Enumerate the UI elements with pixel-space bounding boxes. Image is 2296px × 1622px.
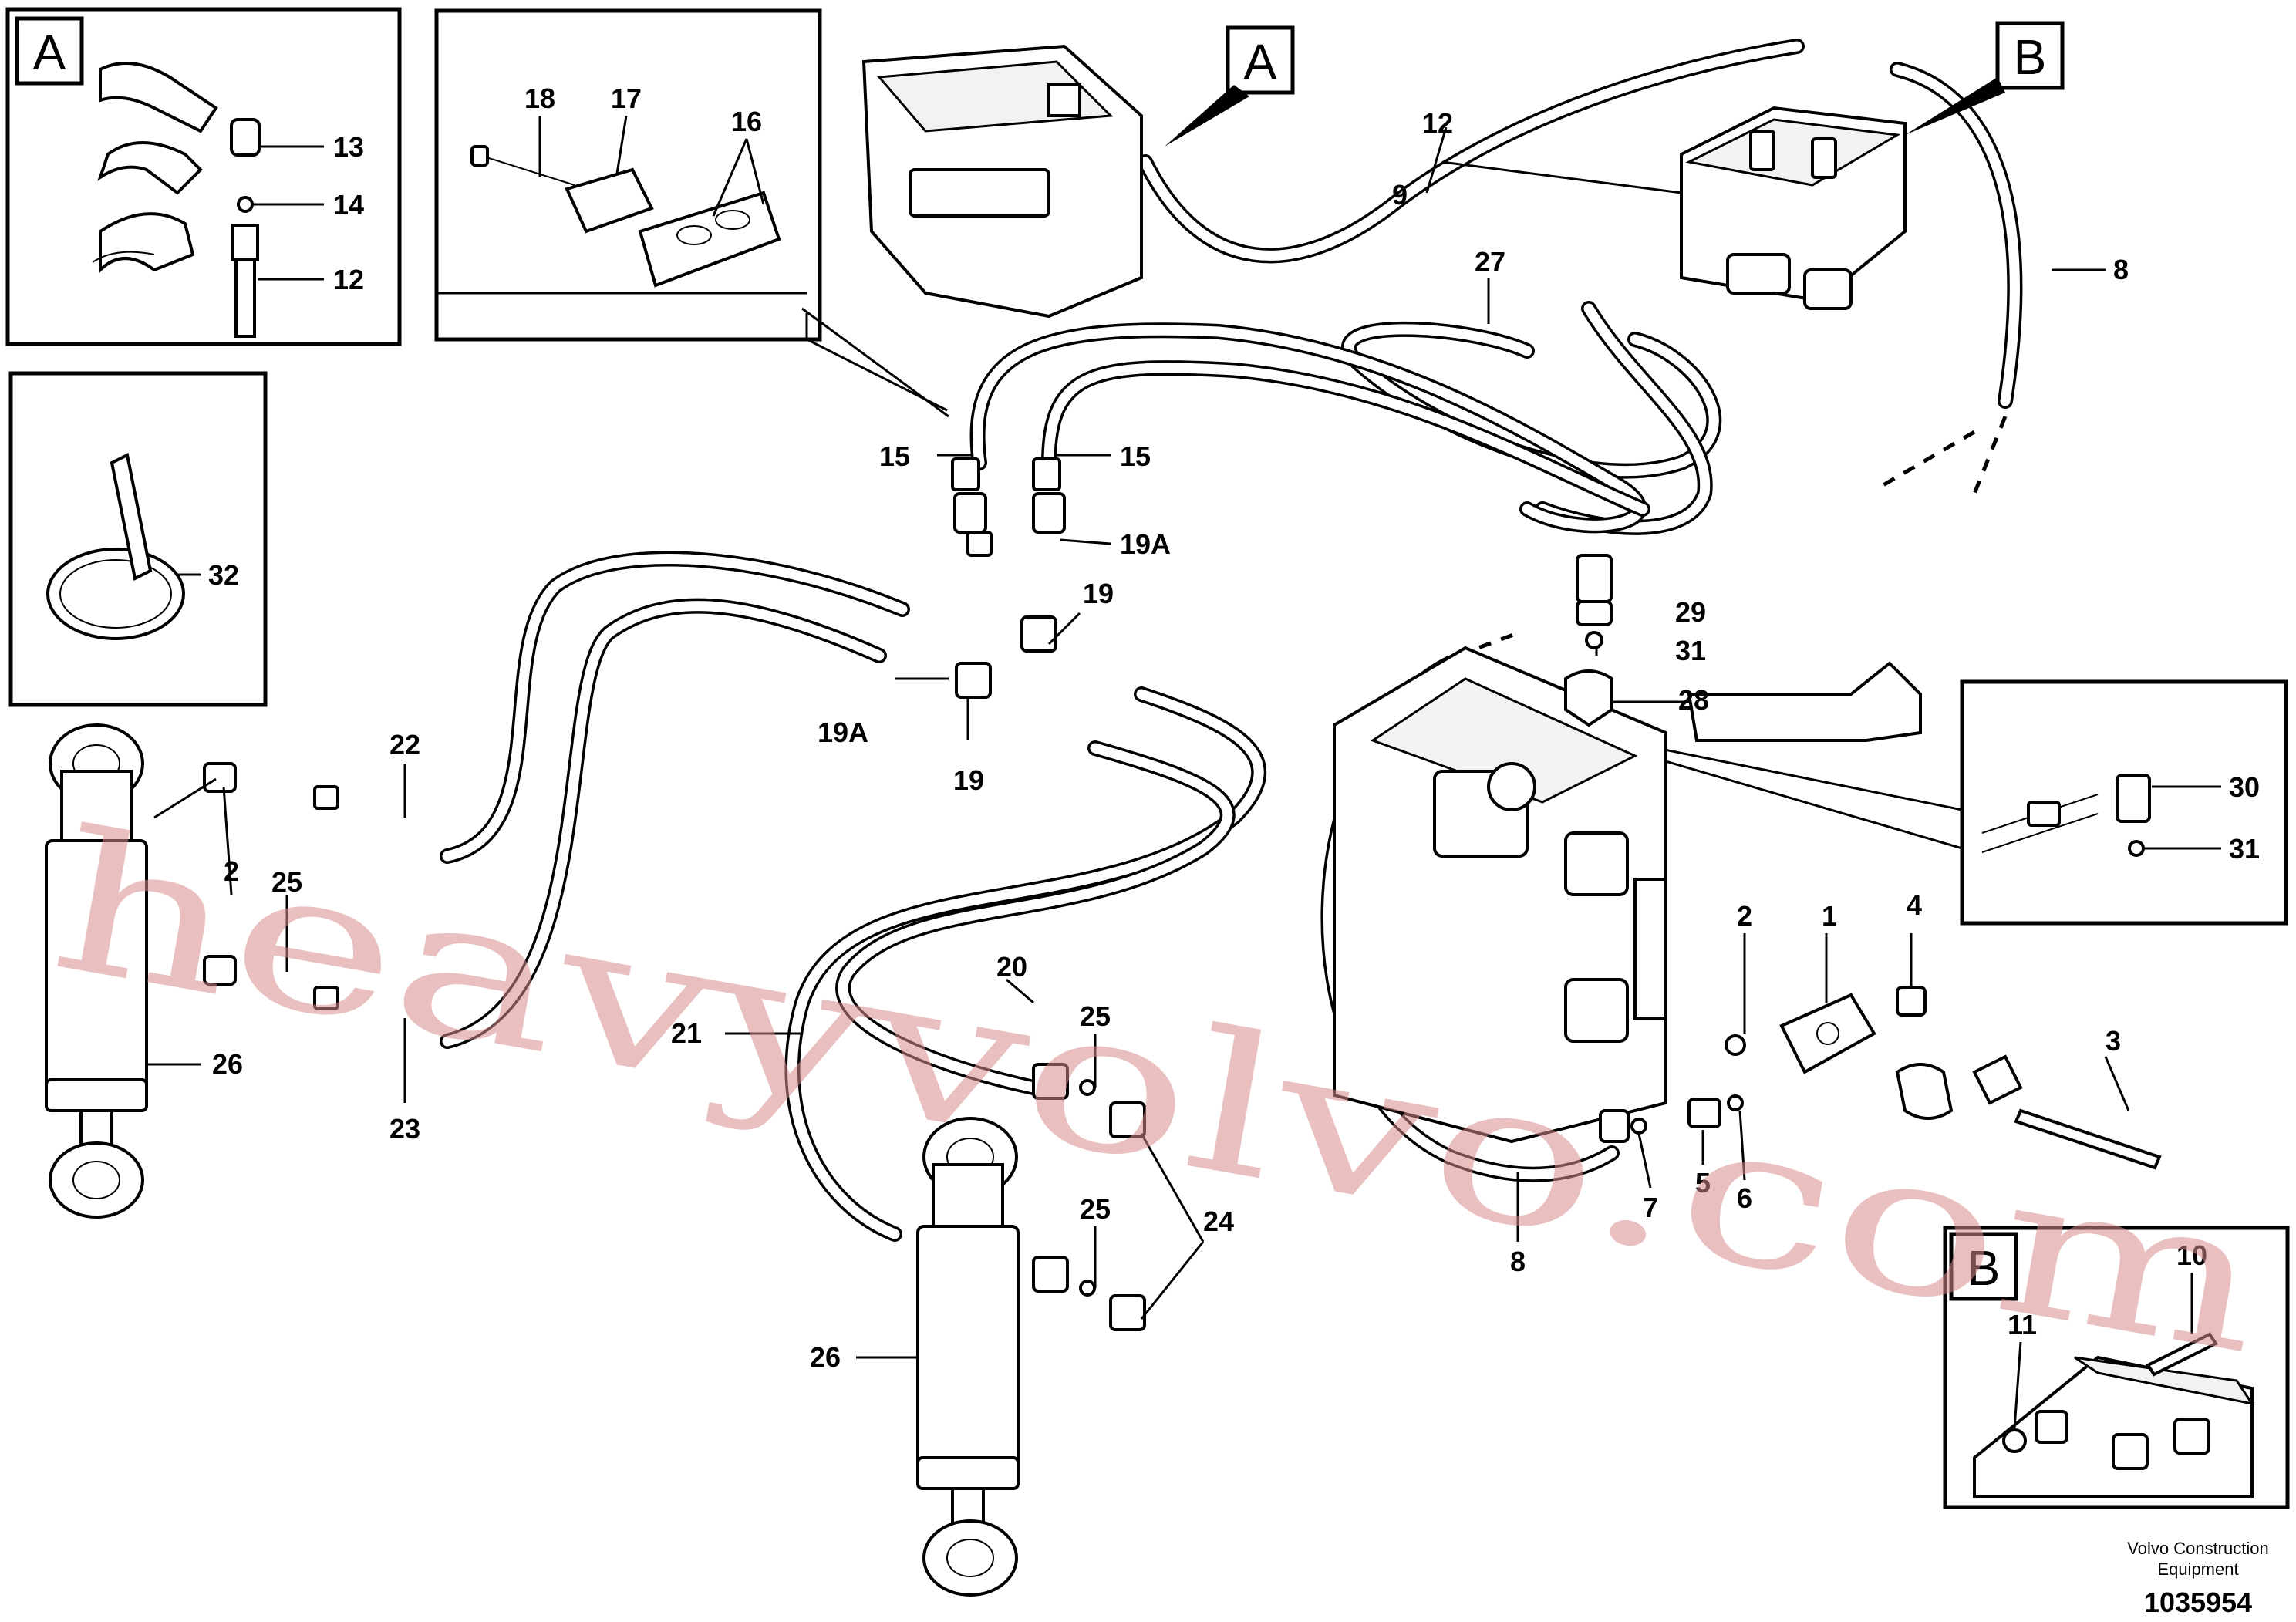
callout-20: 20 (996, 951, 1027, 983)
o-ring-2 (1725, 1034, 1746, 1056)
callout-26-left: 26 (212, 1048, 243, 1080)
main-components (45, 44, 2162, 1597)
detail-a-label: A (1244, 34, 1277, 89)
tee-19-upper (1020, 615, 1057, 653)
tee-30 (2116, 774, 2151, 823)
callout-10: 10 (2176, 1239, 2207, 1271)
inset-cable-tie: 32 (8, 371, 268, 707)
callout-17: 17 (611, 83, 642, 114)
callout-23: 23 (389, 1113, 420, 1145)
credit-block: Volvo Construction Equipment 1035954 (2127, 1539, 2268, 1618)
callout-18: 18 (524, 83, 555, 114)
flange-1 (1779, 993, 1876, 1074)
callout-numbers: 12 9 8 27 15 15 19A 19 19A 19 29 31 28 2… (212, 107, 2129, 1373)
callout-16: 16 (731, 106, 762, 137)
callout-19A-upper: 19A (1120, 528, 1171, 560)
plate-17 (565, 167, 654, 234)
callout-25-lower: 25 (1080, 1193, 1111, 1225)
credit-line-2: Equipment (2157, 1560, 2238, 1579)
screw-4 (1896, 986, 1927, 1017)
callout-31: 31 (1675, 635, 1706, 666)
callout-12-inset: 12 (333, 264, 364, 295)
callout-19-lower: 19 (953, 764, 984, 796)
callout-24: 24 (1203, 1206, 1234, 1237)
cylinder-26-centre (916, 1117, 1020, 1597)
callout-24-left: 2 (224, 855, 239, 887)
o-ring-14 (237, 196, 254, 213)
callout-9: 9 (1392, 179, 1408, 211)
callout-1: 1 (1822, 900, 1837, 932)
callout-30: 30 (2229, 771, 2260, 803)
callout-6: 6 (1737, 1182, 1752, 1214)
callout-19A-lower: 19A (818, 717, 868, 748)
callout-21: 21 (671, 1017, 702, 1049)
cylinder-26-left (45, 723, 148, 1219)
callout-11: 11 (2008, 1309, 2037, 1340)
leader-lines (147, 126, 2130, 1359)
callout-12: 12 (1422, 107, 1453, 139)
elbow-fitting-13 (230, 118, 261, 157)
callout-26-centre: 26 (810, 1341, 841, 1373)
callout-19-upper: 19 (1083, 578, 1114, 609)
inset-clamp: 18 17 16 (434, 8, 949, 418)
callout-31-inset: 31 (2229, 833, 2260, 865)
elbow-28 (1564, 669, 1613, 727)
callout-7: 7 (1643, 1192, 1658, 1223)
callout-32: 32 (208, 559, 239, 591)
callout-22: 22 (389, 729, 420, 760)
inset-b: B 11 10 (1943, 1226, 2290, 1509)
hose-runs (440, 39, 2023, 1242)
callout-5: 5 (1695, 1167, 1711, 1199)
callout-25-left: 25 (271, 866, 302, 898)
callout-8-bottom: 8 (1510, 1246, 1526, 1277)
fitting-5 (1687, 1098, 1721, 1128)
callout-3: 3 (2106, 1025, 2121, 1057)
callout-15-left: 15 (879, 440, 910, 472)
detail-pointers: A B (1165, 21, 2065, 147)
stud-10 (2146, 1332, 2218, 1377)
inset-a-label: A (33, 25, 66, 80)
callout-2-right: 2 (1737, 900, 1752, 932)
callout-14: 14 (333, 189, 364, 221)
callout-28: 28 (1678, 684, 1709, 716)
bolt-3 (2014, 1108, 2162, 1170)
callout-15-right: 15 (1120, 440, 1151, 472)
callout-29: 29 (1675, 596, 1706, 628)
credit-line-1: Volvo Construction (2127, 1539, 2268, 1558)
inset-b-label: B (1967, 1240, 2001, 1296)
callout-8-top: 8 (2113, 254, 2129, 285)
detail-b-label: B (2014, 29, 2047, 85)
bolt-18-head (470, 145, 489, 167)
tee-19-lower (955, 662, 992, 699)
callout-27: 27 (1475, 246, 1505, 278)
cable-tie-32 (46, 548, 185, 640)
callout-13: 13 (333, 131, 364, 163)
document-number: 1035954 (2144, 1587, 2252, 1618)
callout-25-upper: 25 (1080, 1000, 1111, 1032)
inset-tee-fitting: 30 31 (1542, 679, 2288, 926)
nut-11 (2002, 1428, 2027, 1453)
inset-a: A 13 14 12 (5, 7, 402, 346)
callout-4: 4 (1907, 889, 1922, 921)
